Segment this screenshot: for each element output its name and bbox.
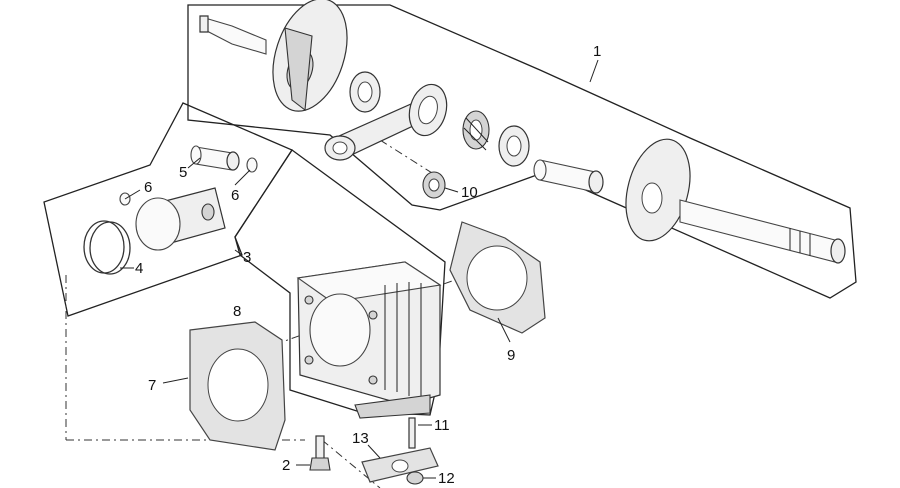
leader-6a	[124, 189, 141, 200]
cylinder-base-gasket	[189, 321, 286, 451]
leader-1	[589, 59, 599, 83]
callout-3: 3	[243, 249, 251, 266]
leader-9	[497, 317, 511, 343]
callout-10: 10	[461, 184, 478, 201]
crankshaft-left-half	[199, 0, 348, 112]
piston-pin-clip-right	[246, 157, 258, 173]
callout-13: 13	[352, 430, 369, 447]
crankshaft-right-half	[625, 138, 846, 264]
crank-pin	[533, 159, 604, 194]
flange-bolt	[309, 435, 331, 471]
nut	[406, 471, 424, 485]
needle-bearing-big-end	[462, 110, 490, 151]
cylinder	[296, 261, 442, 419]
leader-6b	[234, 169, 251, 186]
axis-line-bolt	[321, 439, 381, 488]
leader-7	[162, 377, 189, 384]
leader-10	[444, 187, 459, 193]
callout-2: 2	[282, 457, 290, 474]
callout-4: 4	[135, 260, 143, 277]
stud-bolt	[408, 417, 416, 449]
callout-7: 7	[148, 377, 156, 394]
exhaust-gasket	[361, 447, 439, 483]
connecting-rod	[324, 83, 448, 161]
callout-12: 12	[438, 470, 455, 487]
cylinder-group-frame	[234, 149, 446, 416]
callout-6a: 6	[144, 179, 152, 196]
axis-line-crank	[379, 139, 441, 179]
leader-3	[234, 249, 243, 256]
callout-1: 1	[593, 43, 601, 60]
callout-5: 5	[179, 164, 187, 181]
thrust-washer-right	[498, 125, 530, 167]
needle-bearing-small-end	[422, 171, 446, 199]
leader-5	[187, 157, 201, 169]
callout-8: 8	[233, 303, 241, 320]
thrust-washer-left	[349, 71, 381, 113]
piston	[135, 187, 226, 251]
leader-13	[367, 444, 381, 459]
callout-6b: 6	[231, 187, 239, 204]
crankshaft-group-frame	[187, 4, 857, 299]
piston-rings	[83, 220, 131, 275]
piston-pin	[190, 145, 240, 171]
callout-9: 9	[507, 347, 515, 364]
callout-11: 11	[434, 417, 450, 434]
cylinder-head-gasket	[449, 221, 546, 334]
